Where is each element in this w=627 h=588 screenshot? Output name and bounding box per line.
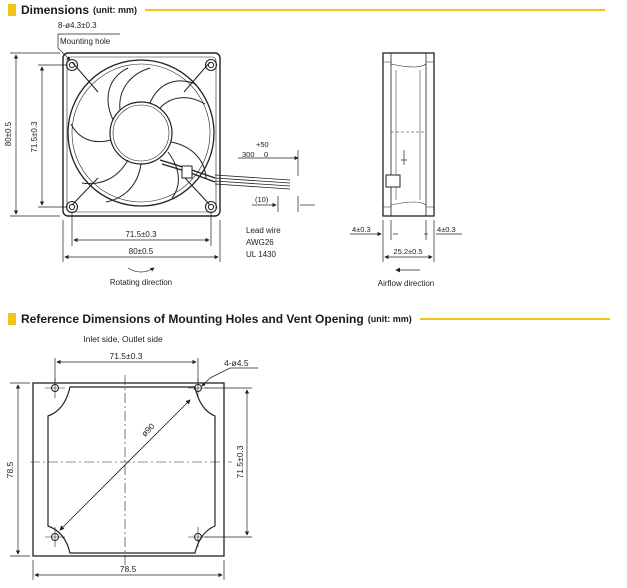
front-hole-callout: 8-ø4.3±0.3 (58, 21, 97, 30)
lead-wire-label: Lead wire (246, 226, 281, 235)
front-hole-label: Mounting hole (60, 37, 111, 46)
section-marker (8, 313, 16, 325)
front-rotating-label: Rotating direction (110, 278, 172, 287)
front-dimension-lines (10, 33, 315, 273)
lead-tol-zero: 0 (264, 150, 268, 159)
side-airflow-label: Airflow direction (378, 279, 434, 288)
side-right-dim: 4±0.3 (437, 225, 456, 234)
lead-wire-standard: UL 1430 (246, 250, 277, 259)
section-reference-title: Reference Dimensions of Mounting Holes a… (21, 312, 364, 326)
section-marker (8, 4, 16, 16)
ref-bottom-outer: 78.5 (120, 564, 137, 574)
section-reference-header: Reference Dimensions of Mounting Holes a… (8, 311, 610, 327)
fan-front-view (62, 52, 291, 217)
section-rule (145, 9, 606, 11)
front-width-outer: 80±0.5 (129, 247, 154, 256)
section-dimensions-title: Dimensions (21, 3, 90, 17)
ref-top-pitch: 71.5±0.3 (109, 351, 142, 361)
lead-wire-gauge: AWG26 (246, 238, 274, 247)
fan-side-view (382, 52, 435, 273)
section-rule (419, 318, 610, 320)
ref-side-label: Inlet side, Outlet side (83, 334, 163, 344)
lead-strip: (10) (255, 195, 269, 204)
front-height-outer: 80±0.5 (4, 121, 13, 146)
ref-right-pitch: 71.5±0.3 (235, 445, 245, 478)
side-dimension-lines (350, 220, 462, 262)
section-dimensions-unit: (unit: mm) (93, 5, 138, 15)
lead-length: 300 (242, 150, 255, 159)
section-dimensions-header: Dimensions (unit: mm) (8, 2, 606, 18)
lead-tol-plus: +50 (256, 140, 269, 149)
ref-left-outer: 78.5 (5, 461, 15, 478)
front-width-pitch: 71.5±0.3 (125, 230, 157, 239)
side-depth: 25.2±0.5 (393, 247, 422, 256)
front-height-pitch: 71.5±0.3 (30, 121, 39, 153)
reference-dimension-lines (10, 358, 258, 580)
reference-view (30, 375, 232, 566)
section-reference-unit: (unit: mm) (367, 314, 412, 324)
ref-hole-callout: 4-ø4.5 (224, 358, 249, 368)
side-left-dim: 4±0.3 (352, 225, 371, 234)
